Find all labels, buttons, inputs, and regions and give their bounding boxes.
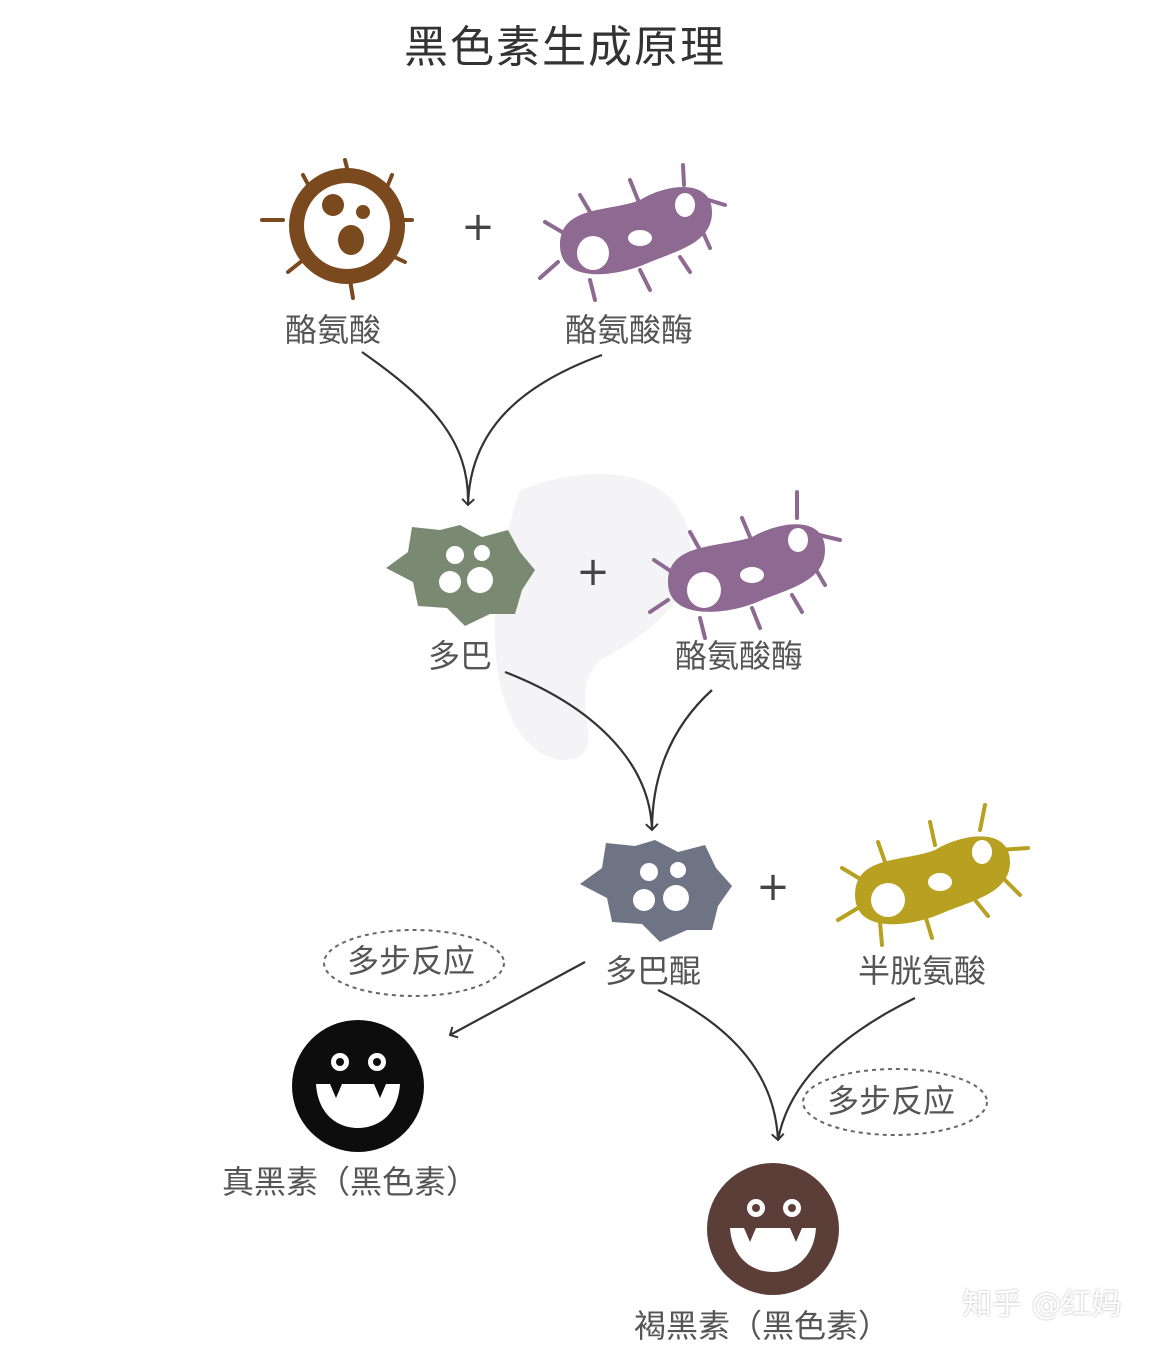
arrow-dopaquinone-to-pheomelanin: [657, 989, 785, 1142]
tyrosine-icon: [260, 158, 414, 300]
plus-sign-1: +: [461, 204, 495, 250]
arrow-tyrosinase2-to-dopaquinone: [650, 689, 713, 831]
plus-sign-2: +: [576, 549, 610, 595]
background-watermark-shape: [494, 474, 692, 760]
label-multi-step-1: 多步反应: [347, 942, 476, 980]
arrow-dopaquinone-to-eumelanin: [448, 961, 586, 1039]
pheomelanin-icon: [707, 1163, 839, 1295]
label-eumelanin: 真黑素（黑色素）: [222, 1163, 479, 1201]
label-dopa: 多巴: [428, 637, 493, 675]
arrow-cysteine-to-pheomelanin: [776, 997, 916, 1141]
label-tyrosinase-2: 酪氨酸酶: [675, 637, 804, 675]
tyrosinase-icon-2: [648, 490, 842, 640]
eumelanin-icon: [292, 1020, 424, 1152]
dopa-icon: [386, 525, 535, 626]
label-dopaquinone: 多巴醌: [605, 952, 702, 990]
label-pheomelanin: 褐黑素（黑色素）: [634, 1307, 891, 1345]
watermark-text: 知乎 @红妈: [962, 1287, 1122, 1322]
label-cysteine: 半胱氨酸: [858, 952, 987, 990]
label-tyrosinase-1: 酪氨酸酶: [565, 311, 694, 349]
dopaquinone-icon: [580, 840, 732, 942]
multi-step-bubble-2: [802, 1068, 988, 1136]
arrow-tyrosine-to-dopa: [361, 351, 475, 507]
cysteine-icon: [836, 803, 1030, 947]
diagram-title: 黑色素生成原理: [404, 22, 726, 73]
multi-step-bubble-1: [323, 929, 505, 997]
arrow-dopa-to-dopaquinone: [504, 670, 659, 832]
tyrosinase-icon-1: [538, 163, 727, 302]
arrow-tyrosinase1-to-dopa: [466, 353, 603, 506]
label-tyrosine: 酪氨酸: [285, 311, 382, 349]
plus-sign-3: +: [756, 864, 790, 910]
label-multi-step-2: 多步反应: [827, 1082, 956, 1120]
